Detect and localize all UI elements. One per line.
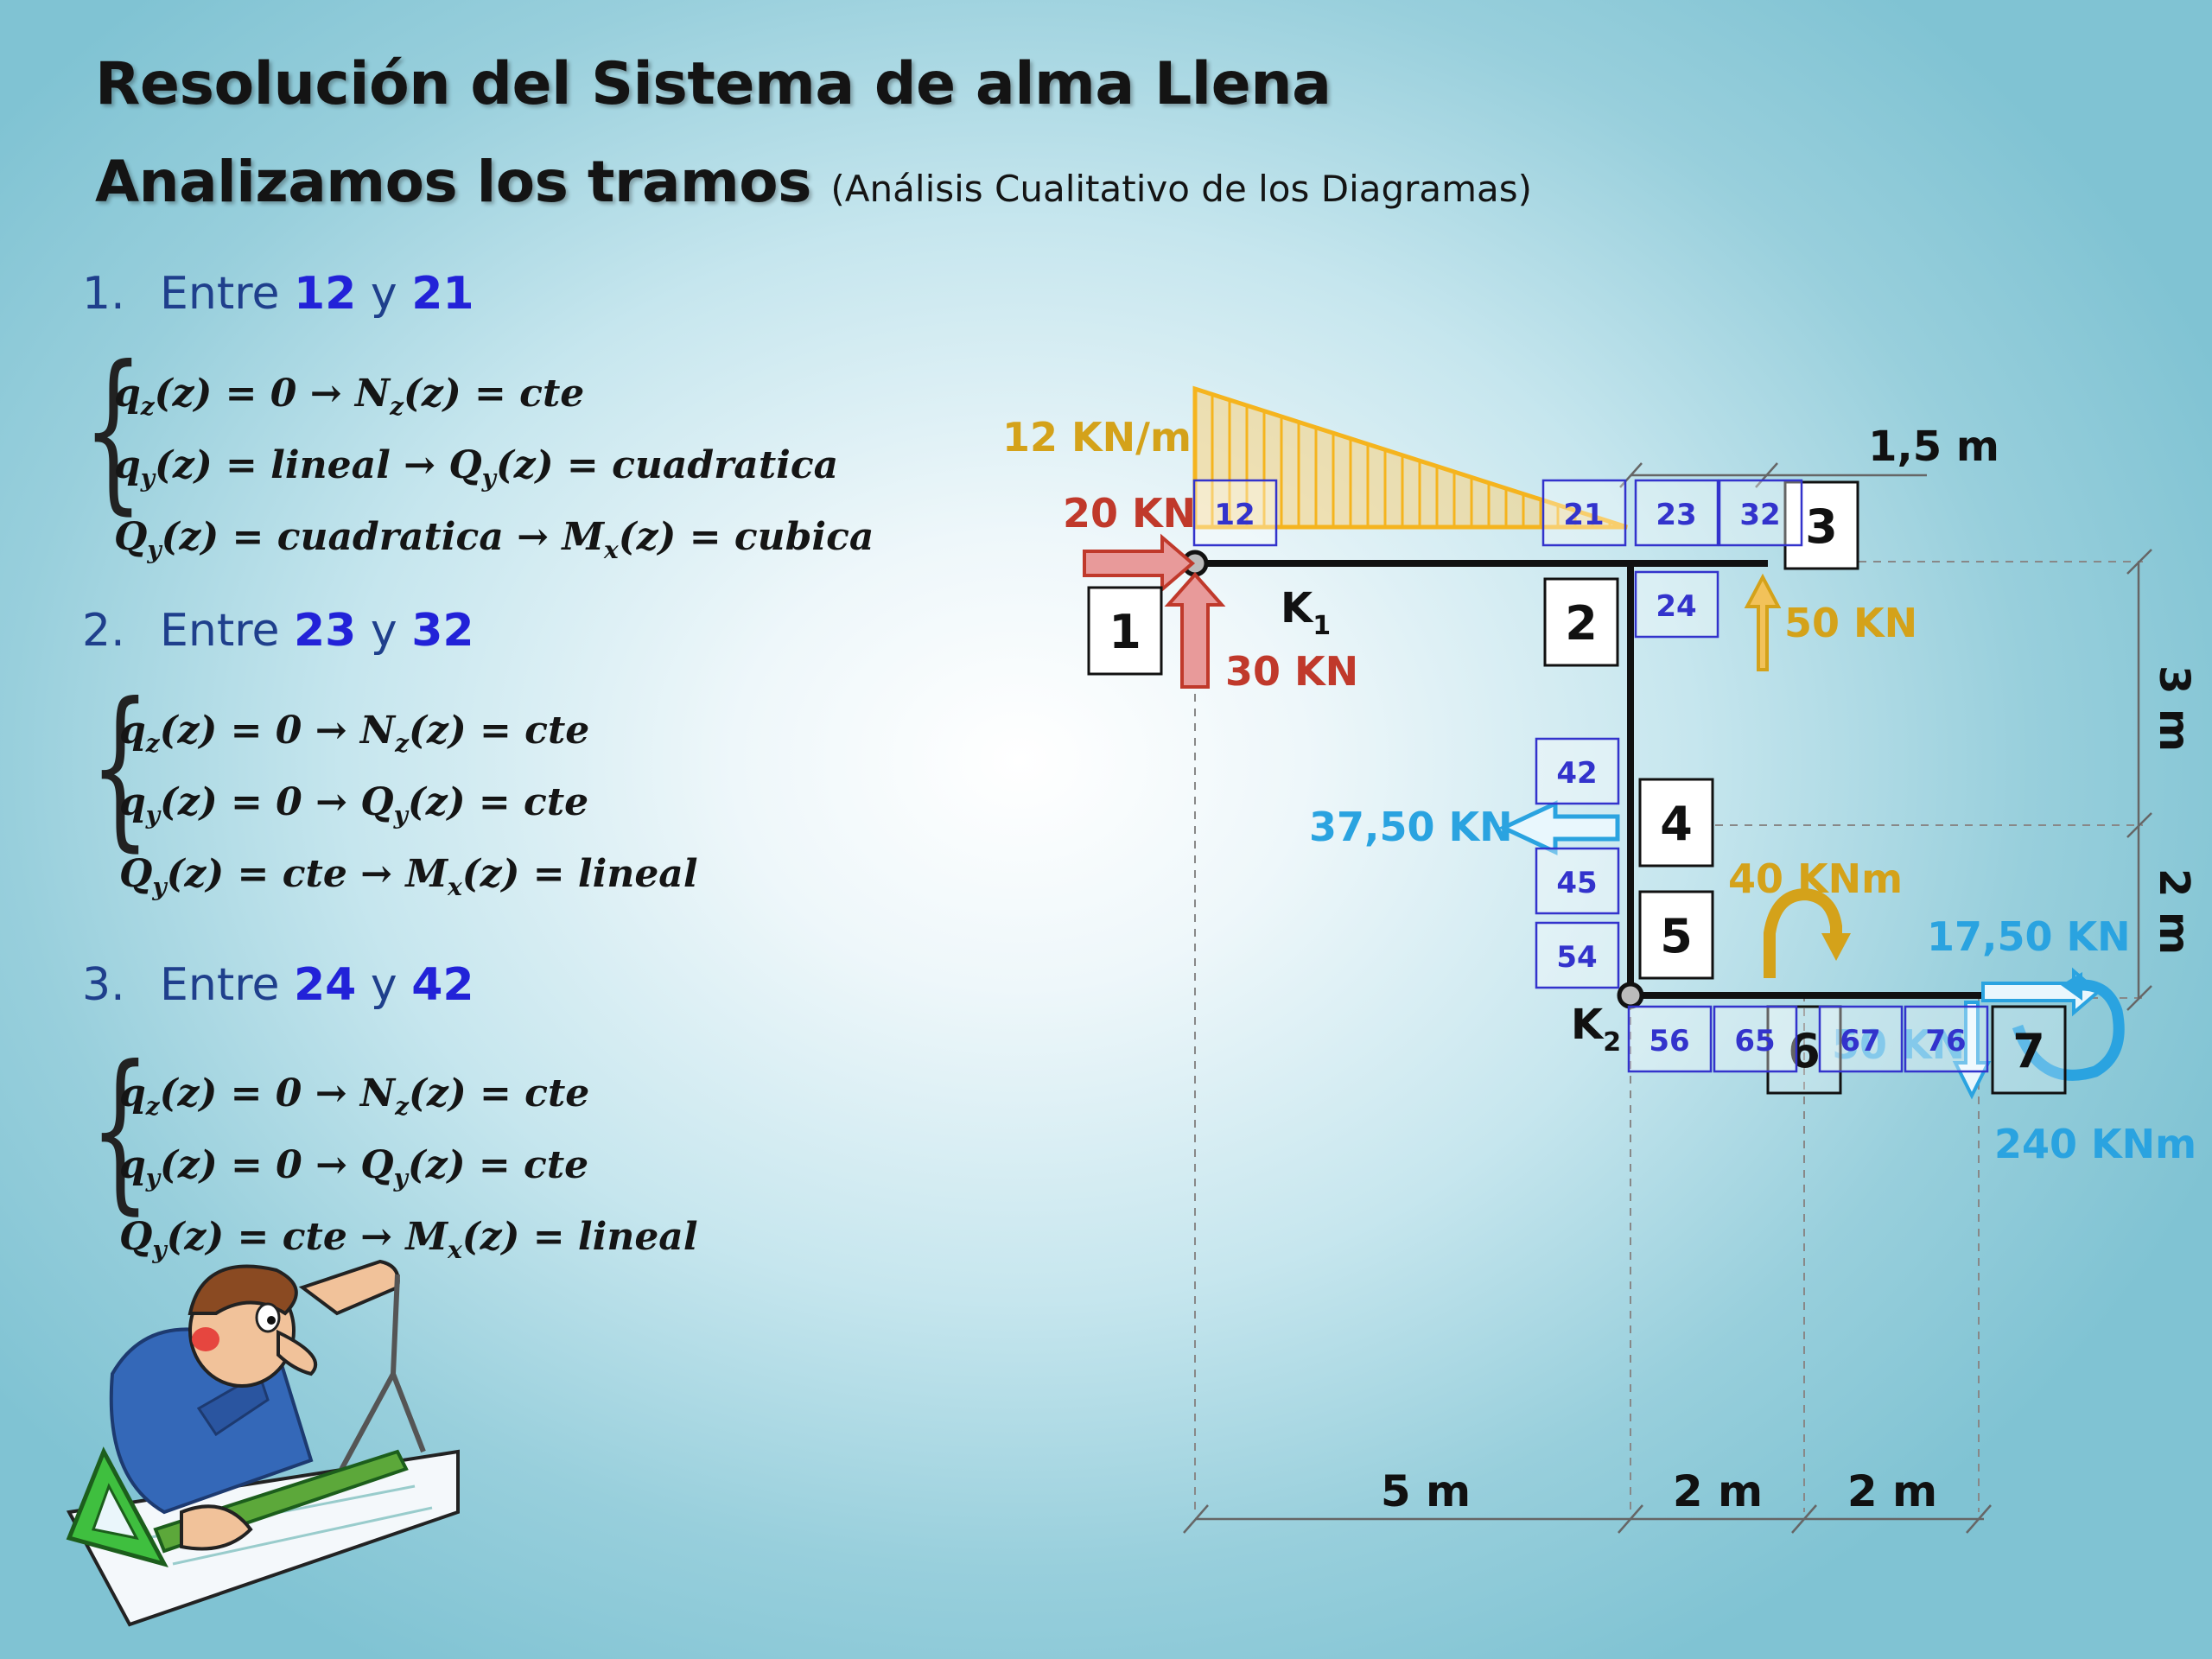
section-word: Entre bbox=[160, 605, 280, 657]
dim-bottom-2: 2 m bbox=[1673, 1466, 1763, 1516]
distributed-load-label: 12 KN/m bbox=[1002, 414, 1192, 461]
section-number: 1. bbox=[82, 268, 125, 320]
equation-line: qz(z) = 0 → Nz(z) = cte bbox=[114, 372, 585, 421]
moment-7-label: 240 KNm bbox=[1994, 1121, 2196, 1167]
moment-7-arrow bbox=[2012, 972, 2125, 1081]
section-from: 23 bbox=[293, 605, 357, 657]
segment-label-54: 54 bbox=[1556, 940, 1597, 975]
moment-5-label: 40 KNm bbox=[1728, 855, 1903, 902]
segment-label-42: 42 bbox=[1556, 756, 1597, 791]
equation-line: qy(z) = lineal → Qy(z) = cuadratica bbox=[114, 442, 839, 493]
equation-line: qy(z) = 0 → Qy(z) = cte bbox=[119, 779, 589, 830]
structure-diagram: 12 KN/m 1,5 m 3 m 2 m 5 m 2 m 2 m bbox=[1002, 385, 2198, 1534]
segment-label-67: 67 bbox=[1840, 1024, 1880, 1058]
distributed-load bbox=[1192, 385, 1628, 530]
section-join: y bbox=[370, 605, 397, 657]
section-to: 21 bbox=[411, 268, 474, 320]
node-boxes: 1 2 3 4 5 6 7 bbox=[1087, 480, 2067, 1095]
section-join: y bbox=[370, 268, 397, 320]
dim-right-lower: 2 m bbox=[2150, 868, 2198, 955]
load-vertical-7-label: 50 KN bbox=[1832, 1021, 1965, 1068]
section-word: Entre bbox=[160, 268, 280, 320]
section-to: 42 bbox=[411, 959, 474, 1011]
equation-line: qy(z) = 0 → Qy(z) = cte bbox=[119, 1142, 589, 1192]
segment-labels: 12 21 23 32 24 42 45 54 56 65 67 76 bbox=[1192, 479, 1989, 1073]
node-4: 4 bbox=[1660, 797, 1693, 851]
reaction-horizontal-1-label: 20 KN bbox=[1063, 490, 1196, 537]
segment-label-32: 32 bbox=[1739, 498, 1780, 532]
segment-label-76: 76 bbox=[1925, 1024, 1966, 1058]
node-2: 2 bbox=[1565, 596, 1598, 651]
joint-k2-label: K2 bbox=[1571, 1001, 1621, 1058]
dim-top: 1,5 m bbox=[1868, 423, 1999, 471]
segment-label-24: 24 bbox=[1656, 589, 1696, 624]
dimension-lines bbox=[1183, 462, 2152, 1534]
section-number: 3. bbox=[82, 959, 125, 1011]
subtitle-main: Analizamos los tramos bbox=[95, 149, 811, 215]
equation-line: Qy(z) = cte → Mx(z) = lineal bbox=[119, 851, 698, 901]
node-3: 3 bbox=[1805, 499, 1838, 554]
section-word: Entre bbox=[160, 959, 280, 1011]
section-2-equations: qz(z) = 0 → Nz(z) = cte qy(z) = 0 → Qy(z… bbox=[119, 702, 698, 916]
dim-right-upper: 3 m bbox=[2150, 665, 2198, 752]
segment-label-45: 45 bbox=[1556, 866, 1597, 900]
section-from: 12 bbox=[293, 268, 357, 320]
node-5: 5 bbox=[1660, 909, 1693, 963]
equation-brace: { bbox=[90, 666, 150, 868]
engineer-illustration bbox=[66, 1259, 460, 1627]
page-title: Resolución del Sistema de alma Llena bbox=[95, 50, 1332, 118]
joint-k2-hinge bbox=[1617, 982, 1644, 1009]
section-1-heading: 1. Entre 12 y 21 bbox=[82, 268, 474, 320]
joint-k1-label: K1 bbox=[1281, 584, 1331, 641]
node-7: 7 bbox=[2012, 1024, 2045, 1078]
section-1-equations: qz(z) = 0 → Nz(z) = cte qy(z) = lineal →… bbox=[114, 365, 874, 579]
equation-line: Qy(z) = cuadratica → Mx(z) = cubica bbox=[114, 514, 874, 564]
section-3-equations: qz(z) = 0 → Nz(z) = cte qy(z) = 0 → Qy(z… bbox=[119, 1065, 698, 1279]
load-horizontal-4-arrow bbox=[1498, 800, 1620, 855]
section-join: y bbox=[370, 959, 397, 1011]
section-3-heading: 3. Entre 24 y 42 bbox=[82, 959, 474, 1011]
segment-label-21: 21 bbox=[1563, 498, 1604, 532]
reaction-vertical-1-arrow bbox=[1164, 571, 1226, 689]
segment-label-65: 65 bbox=[1734, 1024, 1775, 1058]
node-1: 1 bbox=[1109, 605, 1141, 659]
equation-brace: { bbox=[83, 329, 143, 531]
dim-bottom-3: 2 m bbox=[1847, 1466, 1937, 1516]
frame-members bbox=[1192, 560, 1982, 999]
equation-line: qz(z) = 0 → Nz(z) = cte bbox=[119, 1071, 590, 1121]
equation-line: Qy(z) = cte → Mx(z) = lineal bbox=[119, 1214, 698, 1264]
load-horizontal-7-label: 17,50 KN bbox=[1927, 913, 2131, 960]
equation-brace: { bbox=[90, 1029, 150, 1230]
node-6: 6 bbox=[1788, 1024, 1821, 1078]
dim-bottom-1: 5 m bbox=[1381, 1466, 1471, 1516]
reaction-horizontal-1-arrow bbox=[1083, 533, 1196, 594]
load-horizontal-4-label: 37,50 KN bbox=[1309, 804, 1513, 850]
moment-5-arrow bbox=[1764, 887, 1851, 978]
section-2-heading: 2. Entre 23 y 32 bbox=[82, 605, 474, 657]
section-to: 32 bbox=[411, 605, 474, 657]
page-subtitle: Analizamos los tramos (Análisis Cualitat… bbox=[95, 149, 1532, 215]
equation-line: qz(z) = 0 → Nz(z) = cte bbox=[119, 709, 590, 758]
section-from: 24 bbox=[293, 959, 357, 1011]
subtitle-note: (Análisis Cualitativo de los Diagramas) bbox=[830, 168, 1533, 210]
load-vertical-3-arrow bbox=[1744, 573, 1782, 671]
reaction-vertical-1-label: 30 KN bbox=[1225, 648, 1358, 695]
load-vertical-3-label: 50 KN bbox=[1784, 600, 1917, 646]
segment-label-56: 56 bbox=[1649, 1024, 1689, 1058]
segment-label-23: 23 bbox=[1656, 498, 1696, 532]
segment-label-12: 12 bbox=[1214, 498, 1255, 532]
section-number: 2. bbox=[82, 605, 125, 657]
